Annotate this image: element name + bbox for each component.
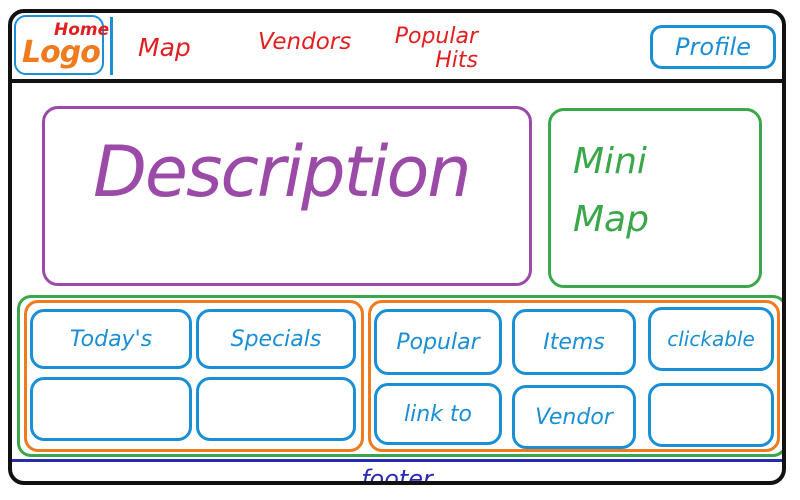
nav-map[interactable]: Map	[138, 33, 191, 62]
popular-items-group	[368, 300, 780, 452]
specials-tile[interactable]: Today's	[30, 309, 192, 369]
specials-tile[interactable]: Specials	[196, 309, 356, 369]
specials-tile[interactable]	[30, 377, 192, 441]
popular-item-tile[interactable]: Popular	[374, 309, 502, 375]
logo-home-link[interactable]: Home Logo	[14, 15, 109, 75]
popular-item-tile[interactable]: Items	[512, 309, 636, 375]
header: Home Logo Map Vendors Popular Hits Profi…	[12, 13, 782, 83]
specials-tile[interactable]	[196, 377, 356, 441]
specials-group	[24, 300, 364, 452]
mini-map-label: Mini Map	[573, 141, 649, 240]
popular-item-tile[interactable]: Vendor	[512, 385, 636, 449]
app-window: Home Logo Map Vendors Popular Hits Profi…	[8, 9, 786, 485]
footer: footer	[361, 465, 433, 485]
logo: Logo	[22, 35, 101, 70]
nav-popular-hits-label: Popular Hits	[394, 24, 478, 73]
description-text: Description	[93, 131, 472, 213]
nav-vendors[interactable]: Vendors	[258, 29, 352, 55]
bottom-section	[17, 295, 782, 457]
mini-map[interactable]: Mini Map	[548, 108, 762, 288]
header-divider	[110, 17, 113, 75]
nav-popular-hits[interactable]: Popular Hits	[382, 25, 478, 73]
profile-button[interactable]: Profile	[650, 25, 776, 69]
footer-divider	[12, 459, 782, 462]
popular-item-tile[interactable]	[648, 383, 774, 447]
description-panel: Description	[42, 106, 532, 286]
popular-item-tile[interactable]: link to	[374, 383, 502, 445]
logo-home-label: Home	[54, 20, 110, 40]
popular-item-tile[interactable]: clickable	[648, 307, 774, 371]
